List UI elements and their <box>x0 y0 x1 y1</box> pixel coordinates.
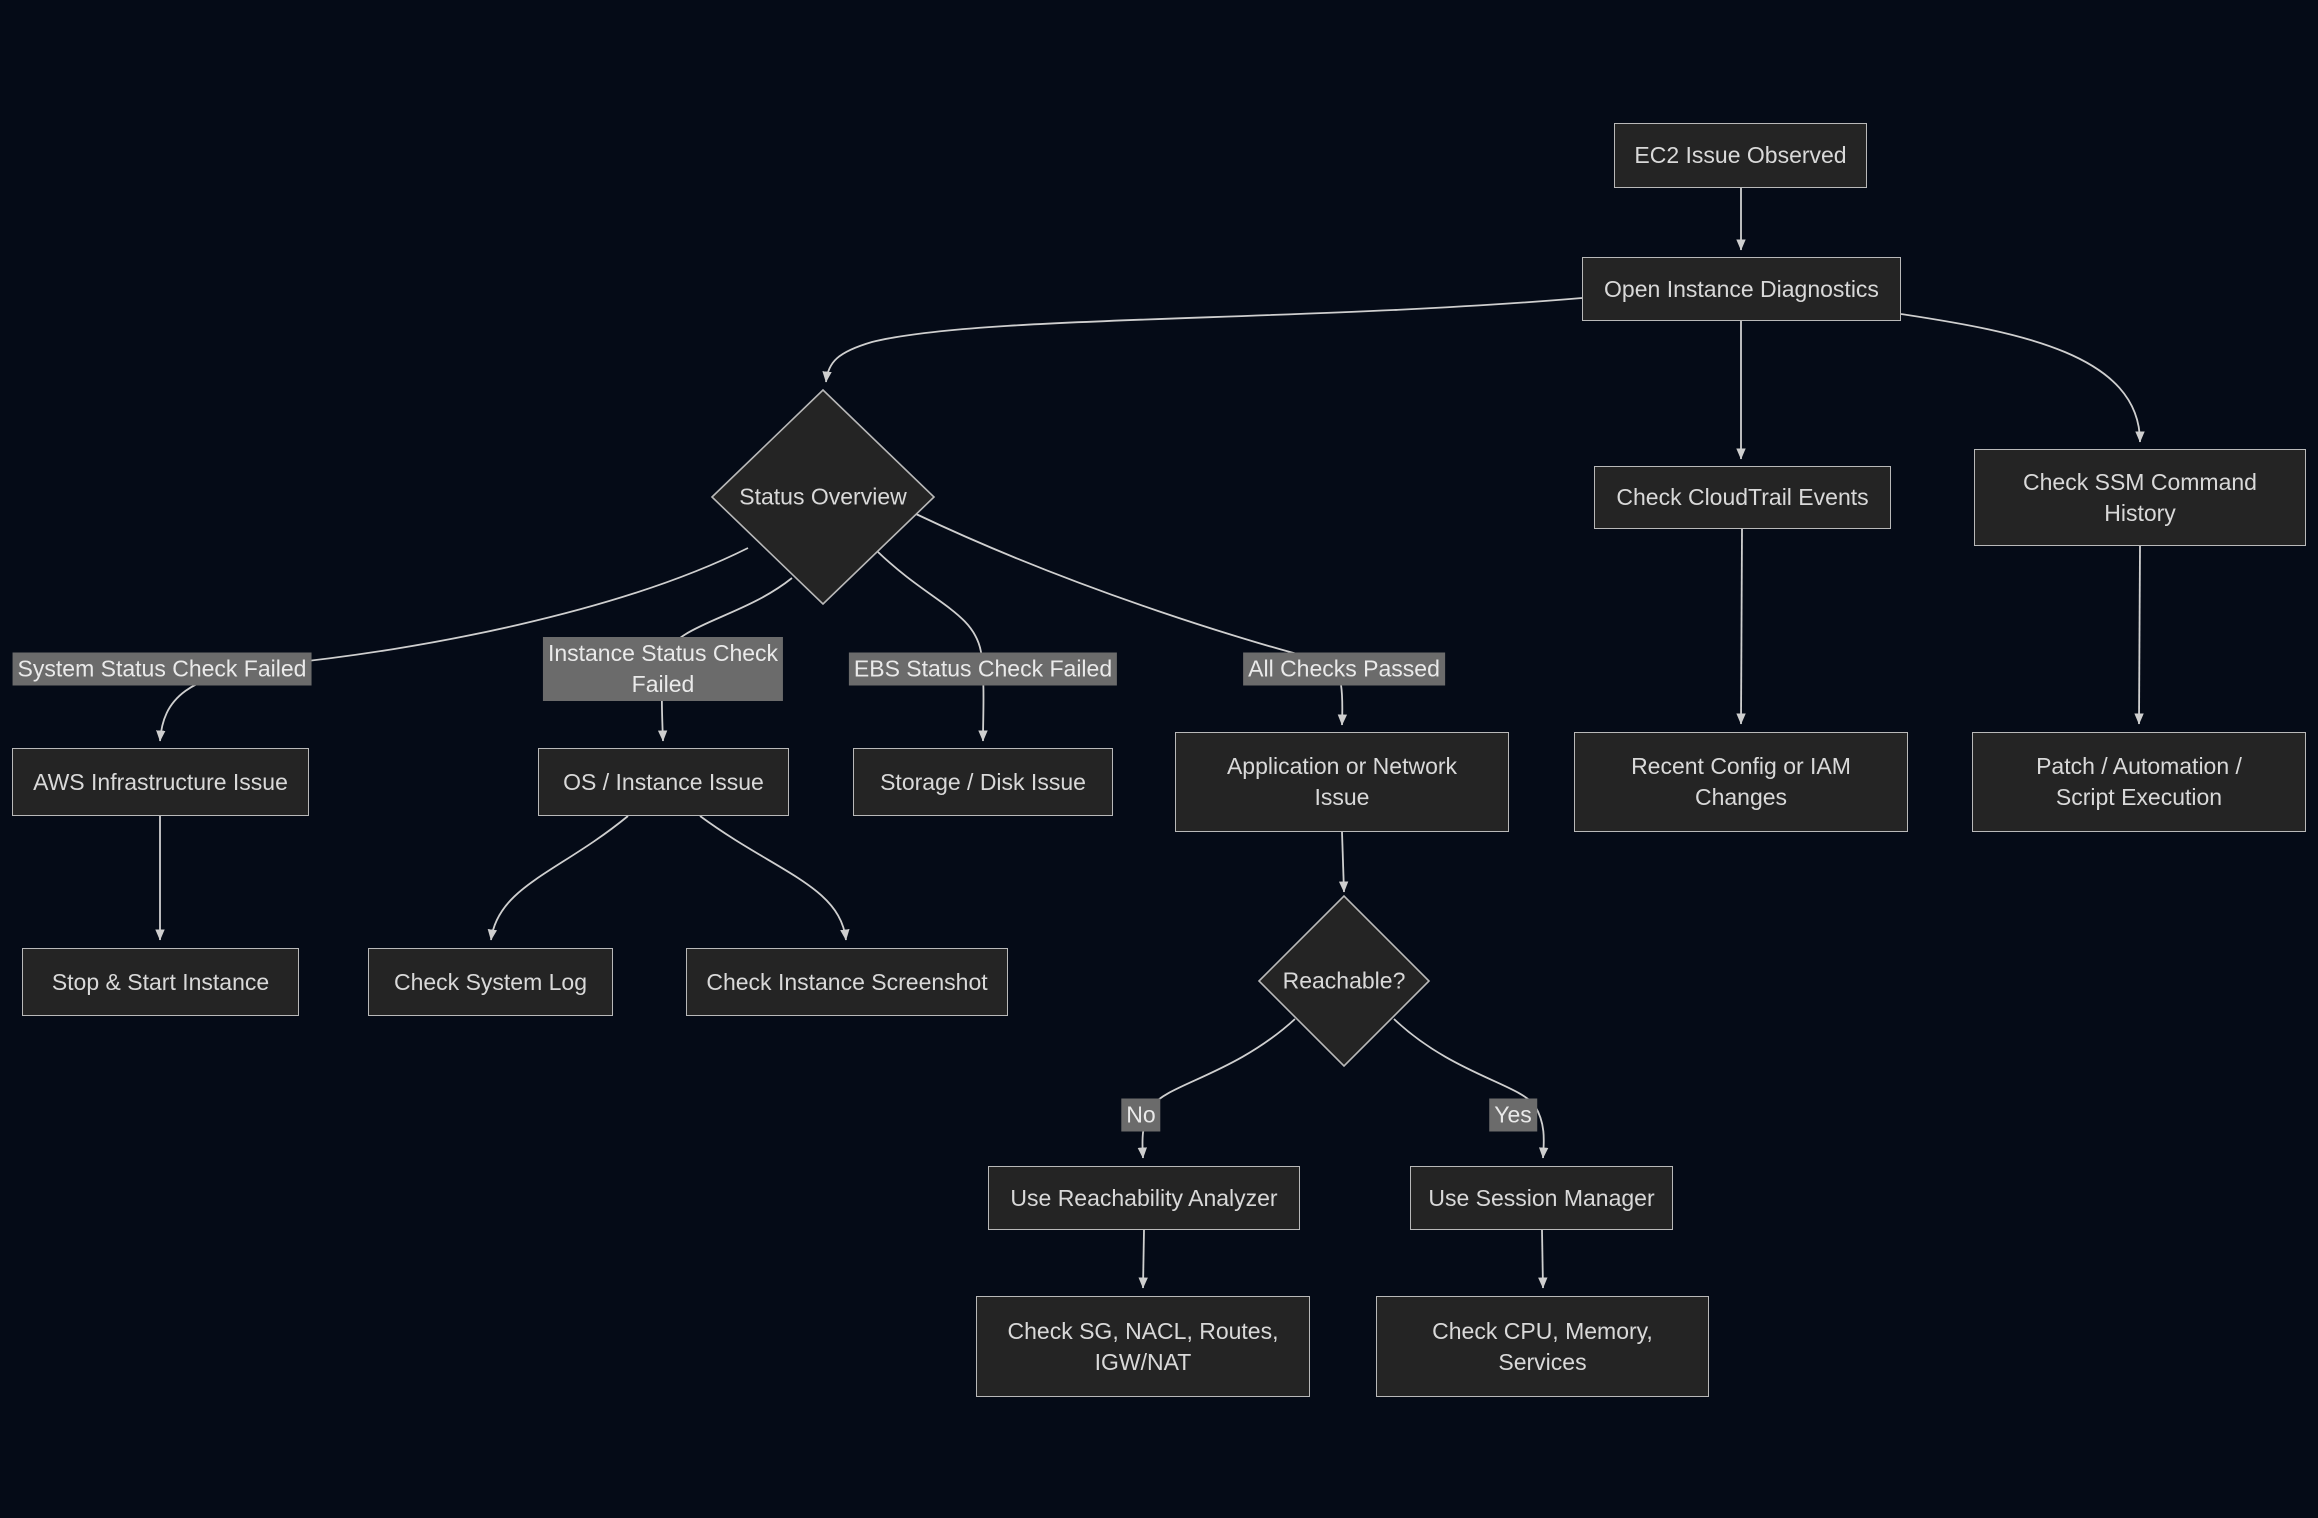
node-patch-automation-script-execution: Patch / Automation / Script Execution <box>1972 732 2306 832</box>
edge-label-all-checks-passed: All Checks Passed <box>1243 652 1445 686</box>
node-check-cloudtrail-events: Check CloudTrail Events <box>1594 466 1891 529</box>
node-ec2-issue: EC2 Issue Observed <box>1614 123 1867 188</box>
edge-label-instance-status-check-failed: Instance Status Check Failed <box>542 637 784 701</box>
node-label: Open Instance Diagnostics <box>1604 275 1879 302</box>
edge-reachable-no-to-reachability-analyzer <box>1137 1018 1296 1159</box>
node-aws-infrastructure-issue: AWS Infrastructure Issue <box>12 748 309 816</box>
edge-status-to-aws-infrastructure <box>156 547 749 742</box>
node-label: Application or Network <box>1226 753 1458 779</box>
edge-label-ebs-status-check-failed: EBS Status Check Failed <box>848 652 1118 686</box>
edge-session-manager-to-check-cpu <box>1538 1229 1548 1289</box>
node-label: Services <box>1498 1348 1587 1375</box>
node-check-ssm-command-history: Check SSM Command History <box>1974 449 2306 546</box>
node-storage-disk-issue: Storage / Disk Issue <box>853 748 1113 816</box>
node-label: Recent Config or IAM <box>1631 753 1851 779</box>
node-label: Script Execution <box>2055 784 2223 810</box>
node-use-session-manager: Use Session Manager <box>1410 1166 1673 1230</box>
node-application-or-network-issue: Application or Network Issue <box>1175 732 1509 832</box>
node-reachable-label: Reachable? <box>1282 967 1406 994</box>
node-status-overview-label: Status Overview <box>739 483 907 510</box>
node-recent-config-or-iam-changes: Recent Config or IAM Changes <box>1574 732 1908 832</box>
node-label: Issue <box>1314 784 1370 810</box>
edge-application-network-to-reachable <box>1338 831 1349 893</box>
edge-ssm-history-to-patch-automation <box>2134 545 2144 725</box>
edge-open-diagnostics-to-status-overview <box>822 297 1583 383</box>
edge-cloudtrail-to-recent-config <box>1736 528 1746 725</box>
node-label: IGW/NAT <box>1094 1348 1192 1375</box>
node-label: AWS Infrastructure Issue <box>33 768 288 795</box>
node-check-instance-screenshot: Check Instance Screenshot <box>686 948 1008 1016</box>
node-label: Use Session Manager <box>1428 1184 1655 1211</box>
edge-label-yes: Yes <box>1489 1098 1537 1132</box>
node-label: Check Instance Screenshot <box>706 968 988 995</box>
node-check-cpu-memory-services: Check CPU, Memory, Services <box>1376 1296 1709 1397</box>
node-open-instance-diagnostics: Open Instance Diagnostics <box>1582 257 1901 321</box>
edge-status-to-storage-disk <box>877 551 988 742</box>
node-label: History <box>2104 499 2176 526</box>
node-stop-start-instance: Stop & Start Instance <box>22 948 299 1016</box>
edge-os-instance-to-system-log <box>487 815 629 941</box>
node-use-reachability-analyzer: Use Reachability Analyzer <box>988 1166 1300 1230</box>
node-reachable-shape <box>1257 894 1431 1068</box>
node-label: OS / Instance Issue <box>563 768 764 795</box>
edge-status-to-application-network <box>915 513 1348 726</box>
node-check-sg-nacl-routes-igw-nat: Check SG, NACL, Routes, IGW/NAT <box>976 1296 1310 1397</box>
edge-reachable-yes-to-session-manager <box>1393 1018 1549 1159</box>
node-label: Storage / Disk Issue <box>880 768 1086 795</box>
node-label: Check CPU, Memory, <box>1432 1317 1653 1344</box>
node-label: Stop & Start Instance <box>51 968 270 995</box>
node-check-system-log: Check System Log <box>368 948 613 1016</box>
edge-label-no: No <box>1121 1098 1161 1132</box>
node-label: Check CloudTrail Events <box>1616 484 1869 510</box>
edge-label-system-status-check-failed: System Status Check Failed <box>12 652 312 686</box>
edge-open-diagnostics-to-ssm-history <box>1900 313 2145 443</box>
node-label: EC2 Issue Observed <box>1634 142 1847 168</box>
node-label: Changes <box>1694 784 1788 810</box>
node-label: Check SSM Command <box>2023 468 2257 495</box>
edge-os-instance-to-instance-screenshot <box>699 815 850 941</box>
edge-reachability-analyzer-to-check-sg <box>1138 1229 1148 1289</box>
node-label: Check SG, NACL, Routes, <box>1007 1317 1279 1344</box>
node-label: Use Reachability Analyzer <box>1010 1184 1278 1211</box>
node-os-instance-issue: OS / Instance Issue <box>538 748 789 816</box>
node-label: Patch / Automation / <box>2036 753 2242 779</box>
node-status-overview-shape <box>710 388 936 606</box>
node-label: Check System Log <box>393 968 588 995</box>
